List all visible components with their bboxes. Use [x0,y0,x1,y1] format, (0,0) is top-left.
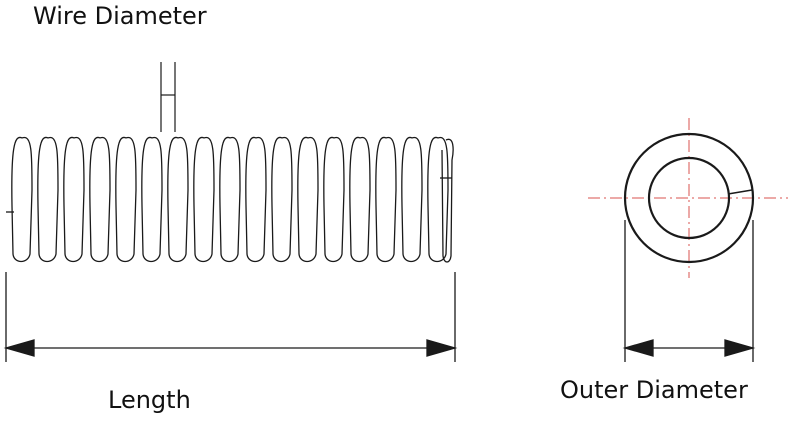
wire-diameter-dimension [160,62,176,132]
length-dimension [3,272,458,362]
spring-end-coil [441,138,454,263]
spring-end-lines [6,177,452,213]
spring-coil [63,136,85,263]
wire-diameter-label: Wire Diameter [33,2,207,30]
spring-coil [427,136,449,263]
wire-end-tick [727,189,753,195]
outer-circle [623,132,755,264]
spring-coil [245,136,267,263]
spring-coil [219,136,241,263]
spring-coils [11,136,454,263]
length-label: Length [108,386,191,414]
spring-coil [167,136,189,263]
length-arrow-left [3,339,35,357]
outer-arrow-left [622,339,654,357]
length-arrow-right [426,339,458,357]
outer-arrow-right [724,339,756,357]
spring-coil [37,136,59,263]
spring-coil [271,136,293,263]
spring-coil [375,136,397,263]
spring-coil [401,136,423,263]
spring-coil [11,136,33,263]
spring-coil [89,136,111,263]
spring-cross-section [588,118,788,278]
inner-circle [647,156,731,240]
spring-coil [115,136,137,263]
spring-coil [297,136,319,263]
outer-diameter-label: Outer Diameter [560,376,748,404]
spring-coil [193,136,215,263]
spring-coil [349,136,371,263]
outer-diameter-dimension [622,220,756,362]
spring-coil [323,136,345,263]
spring-coil [141,136,163,263]
